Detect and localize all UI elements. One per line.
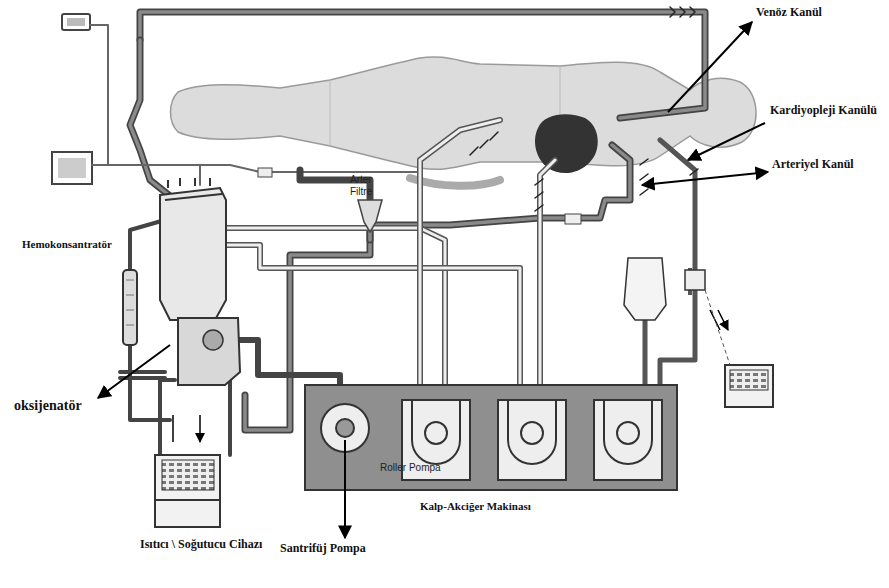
callout-label: Venöz Kanül [756,6,822,20]
callout-label: Kardiyopleji Kanülü [770,104,877,118]
machine-base [305,385,677,490]
hemoconcentrator [123,270,137,345]
part-label: Kalp-Akciğer Makinası [420,500,531,513]
part-label: Roller Pompa [380,462,441,474]
reservoir [160,188,226,320]
oxygenator [178,318,240,385]
callout-label: Santrifüj Pompa [280,542,366,556]
arterial-filter [358,200,382,232]
part-label: Isıtıcı \ Soğutucu Cihazı [140,538,270,552]
cardioplegia-bag [624,258,666,320]
part-label: Arter Filtre [350,174,384,197]
callout-label: Arteriyel Kanül [772,158,854,172]
callout-label: oksijenatör [14,398,82,414]
heater-cooler [155,365,773,527]
part-label: Hemokonsantratör [22,238,112,251]
roller-pumps [402,400,662,480]
heart [535,114,598,173]
